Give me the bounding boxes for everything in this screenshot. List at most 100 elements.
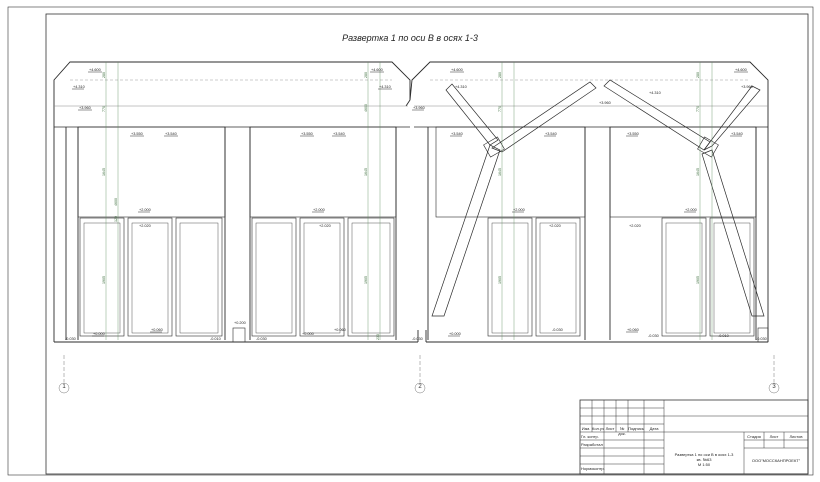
elevation-labels: +4.600 +4.600 +4.310 +4.310 +3.960 +3.96… (65, 68, 767, 341)
stamp-title: Развертка 1 по оси В в осях 1-3 (674, 452, 734, 457)
stamp-header-list: Лист (605, 426, 615, 431)
dim-arch-3: 280 (498, 72, 502, 78)
dim-door-1: 1905 (102, 276, 106, 284)
elev-ceiling-e: +3.540 (451, 132, 463, 136)
stamp-stage-col: Стадия (747, 434, 761, 439)
elev-floor-l: -0.030 (648, 334, 659, 338)
elev-haunch-left: +4.310 (73, 85, 85, 89)
stamp-header-date: Дата (649, 426, 659, 431)
axis-markers (58, 355, 780, 394)
right-room (409, 61, 769, 343)
elev-floor-h: -0.030 (412, 337, 423, 341)
strut-left-top (445, 83, 499, 146)
outer-frame (7, 6, 814, 476)
dim-arch-1: 280 (102, 72, 106, 78)
elev-ceiling-f: +3.540 (545, 132, 557, 136)
elev-upper-c: +3.960 (599, 101, 611, 105)
elev-floor-c: -0.030 (65, 337, 76, 341)
stamp-subtitle: кв. №63 (696, 457, 712, 462)
elev-door-top-a: +2.020 (139, 224, 151, 228)
elev-ceiling-d: +3.540 (333, 132, 345, 136)
elev-floor-j: -0.030 (552, 328, 563, 332)
left-room (53, 61, 419, 343)
dim-wall-2: 1645 (364, 168, 368, 176)
stamp-scale: М 1:50 (697, 462, 711, 467)
elev-door-head-b: +2.000 (313, 208, 325, 212)
elev-floor-k: +0.060 (627, 328, 639, 332)
elev-door-head-c: +2.000 (513, 208, 525, 212)
elev-floor-d: -0.010 (210, 337, 221, 341)
elev-door-top-b: +2.020 (319, 224, 331, 228)
elev-haunch-right-2: +4.310 (649, 91, 661, 95)
axis-label-1: 1 (62, 384, 66, 390)
elev-top-right: +4.600 (371, 68, 383, 72)
elev-door-head-d: +2.000 (685, 208, 697, 212)
right-room-outline (409, 61, 769, 342)
stamp-sheet-col: Лист (769, 434, 779, 439)
elev-ceiling-g: +3.550 (627, 132, 639, 136)
dim-door-4: 1905 (696, 276, 700, 284)
dim-small-1: 120 (114, 216, 118, 222)
dim-door-2: 1905 (364, 276, 368, 284)
elev-door-top-c: +2.020 (549, 224, 561, 228)
stamp-row-glkontr: Гл. контр. (581, 434, 599, 439)
stamp-grid (579, 399, 809, 475)
strut-left-lower (431, 144, 501, 317)
elevation-ticks (72, 71, 748, 337)
stamp-header-kol: Кол.уч (592, 426, 604, 431)
dim-upper-4: 770 (696, 106, 700, 112)
elev-ceiling-c: +3.550 (301, 132, 313, 136)
stamp-row-razrab: Разработал (581, 442, 603, 447)
stamp-header-ndoc: № док. (618, 426, 626, 436)
strut-left-upper (491, 81, 597, 153)
elev-haunch-right: +4.310 (379, 85, 391, 89)
elev-upper-b: +3.960 (413, 106, 425, 110)
elev-top-left-2: +4.600 (451, 68, 463, 72)
dimension-lines (105, 62, 713, 340)
elev-door-top-d: +2.020 (629, 224, 641, 228)
dim-base-2: 230 (376, 334, 380, 340)
stamp-sheets-col: Листов (789, 434, 803, 439)
elev-floor-g: -0.030 (256, 337, 267, 341)
elev-door-head-a: +2.000 (139, 208, 151, 212)
strut-right-lower (701, 149, 765, 317)
stamp-org: ООО"МОССКАНПРОЕКТ" (751, 458, 801, 463)
elev-floor-a: +0.000 (93, 332, 105, 336)
elev-niche: +0.200 (234, 321, 246, 325)
left-room-outline (53, 61, 411, 342)
dimension-labels: 280 770 1645 1905 4600 120 280 4600 1645… (102, 72, 700, 340)
elev-floor-f: +0.060 (334, 328, 346, 332)
elev-ceiling-b: +3.540 (165, 132, 177, 136)
dim-total-2: 4600 (364, 104, 368, 112)
dim-arch-2: 280 (364, 72, 368, 78)
axis-label-3: 3 (772, 384, 776, 390)
elev-upper-a: +3.960 (79, 106, 91, 110)
dim-door-3: 1905 (498, 276, 502, 284)
dim-total-1: 4600 (114, 198, 118, 206)
drawing-title: Развертка 1 по оси В в осях 1-3 (342, 33, 478, 43)
stamp-header-izm: Изм. (581, 426, 591, 431)
inner-frame (45, 13, 809, 475)
elev-ceiling-a: +3.550 (131, 132, 143, 136)
elev-ceiling-h: +3.540 (731, 132, 743, 136)
axis-label-2: 2 (418, 384, 422, 390)
dim-wall-4: 1645 (696, 168, 700, 176)
dim-arch-4: 280 (696, 72, 700, 78)
elev-floor-n: -0.030 (756, 337, 767, 341)
stamp-row-normokontr: Нормоконтр. (581, 466, 605, 471)
elev-floor-i: +0.000 (449, 332, 461, 336)
elev-haunch-left-2: +4.310 (455, 85, 467, 89)
stamp-header-sign: Подпись (628, 426, 644, 431)
dim-wall-3: 1645 (498, 168, 502, 176)
dim-upper-3: 770 (498, 106, 502, 112)
elev-upper-d: +3.960 (741, 85, 753, 89)
dim-wall-1: 1645 (102, 168, 106, 176)
elev-floor-m: -0.010 (718, 334, 729, 338)
elev-floor-e: +0.000 (302, 332, 314, 336)
elev-top-left: +4.600 (89, 68, 101, 72)
dim-upper-1: 770 (102, 106, 106, 112)
elev-floor-b: +0.060 (151, 328, 163, 332)
strut-right-top (703, 85, 761, 151)
elev-top-right-2: +4.600 (735, 68, 747, 72)
